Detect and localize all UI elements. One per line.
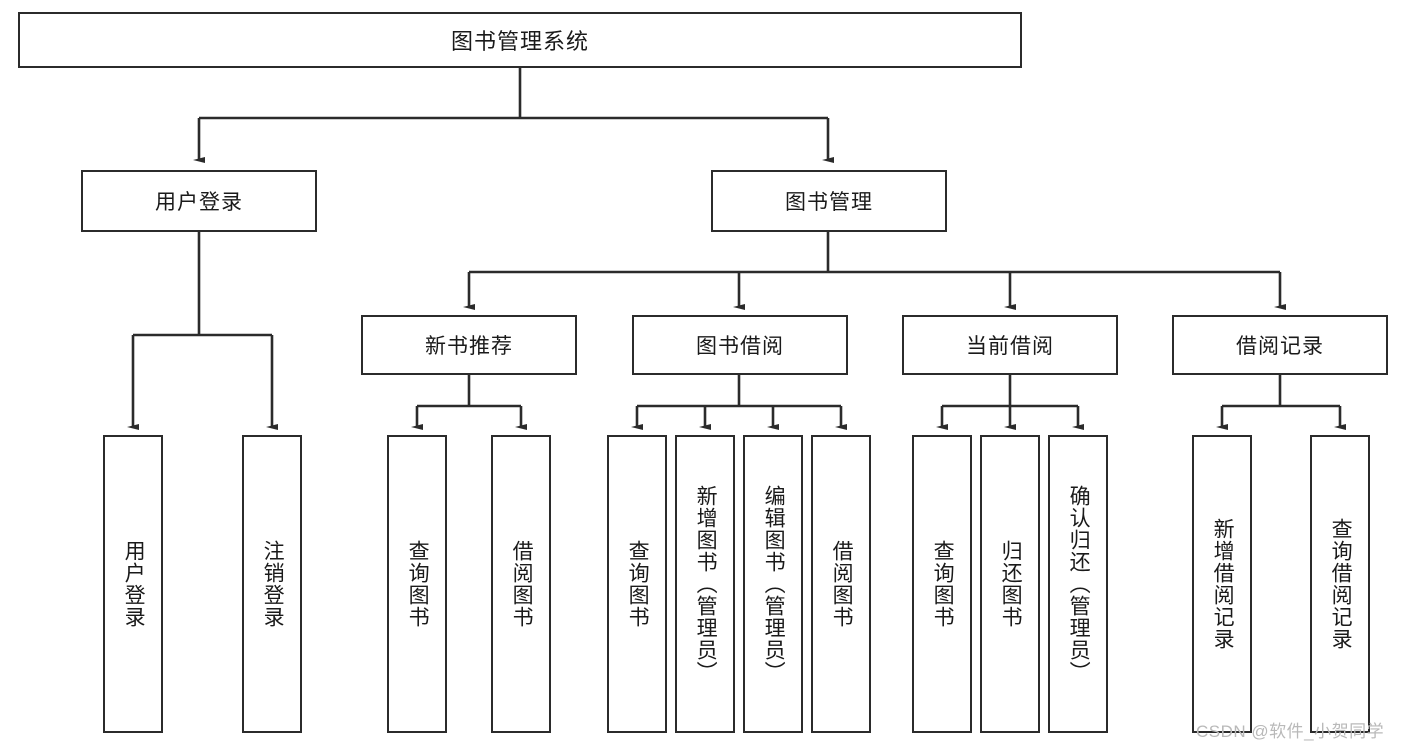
node-label: 借阅图书 <box>830 540 854 628</box>
node-label: 查询图书 <box>406 540 430 628</box>
node-label: 新书推荐 <box>425 335 513 358</box>
node-label: 图书管理 <box>785 191 873 214</box>
node-root-system[interactable]: 图书管理系统 <box>18 12 1022 68</box>
leaf-borrow-book[interactable]: 借阅图书 <box>811 435 871 733</box>
node-label: 编辑图书（管理员） <box>762 485 786 683</box>
node-book-management[interactable]: 图书管理 <box>711 170 947 232</box>
leaf-query-borrow-record[interactable]: 查询借阅记录 <box>1310 435 1370 733</box>
node-label: 新增图书（管理员） <box>694 485 718 683</box>
node-label: 新增借阅记录 <box>1211 518 1235 650</box>
node-label: 用户登录 <box>155 191 243 214</box>
leaf-user-login[interactable]: 用户登录 <box>103 435 163 733</box>
leaf-borrow-books-recommend[interactable]: 借阅图书 <box>491 435 551 733</box>
node-label: 借阅图书 <box>510 540 534 628</box>
node-book-borrow[interactable]: 图书借阅 <box>632 315 848 375</box>
leaf-confirm-return-admin[interactable]: 确认归还（管理员） <box>1048 435 1108 733</box>
node-label: 图书管理系统 <box>450 29 589 54</box>
node-label: 用户登录 <box>122 540 146 628</box>
node-borrow-records[interactable]: 借阅记录 <box>1172 315 1388 375</box>
node-label: 当前借阅 <box>966 335 1054 358</box>
node-user-login[interactable]: 用户登录 <box>81 170 317 232</box>
node-label: 查询借阅记录 <box>1329 518 1353 650</box>
node-label: 注销登录 <box>261 540 285 628</box>
node-new-book-recommend[interactable]: 新书推荐 <box>361 315 577 375</box>
leaf-query-books-current[interactable]: 查询图书 <box>912 435 972 733</box>
node-label: 归还图书 <box>999 540 1023 628</box>
leaf-edit-book-admin[interactable]: 编辑图书（管理员） <box>743 435 803 733</box>
leaf-add-book-admin[interactable]: 新增图书（管理员） <box>675 435 735 733</box>
leaf-return-book[interactable]: 归还图书 <box>980 435 1040 733</box>
leaf-query-books-recommend[interactable]: 查询图书 <box>387 435 447 733</box>
leaf-logout[interactable]: 注销登录 <box>242 435 302 733</box>
node-label: 借阅记录 <box>1236 335 1324 358</box>
node-label: 查询图书 <box>626 540 650 628</box>
node-current-borrow[interactable]: 当前借阅 <box>902 315 1118 375</box>
node-label: 查询图书 <box>931 540 955 628</box>
leaf-add-borrow-record[interactable]: 新增借阅记录 <box>1192 435 1252 733</box>
node-label: 图书借阅 <box>696 335 784 358</box>
node-label: 确认归还（管理员） <box>1067 485 1091 683</box>
watermark-text: CSDN @软件_小贺同学 <box>1196 722 1385 741</box>
leaf-query-books-borrow[interactable]: 查询图书 <box>607 435 667 733</box>
